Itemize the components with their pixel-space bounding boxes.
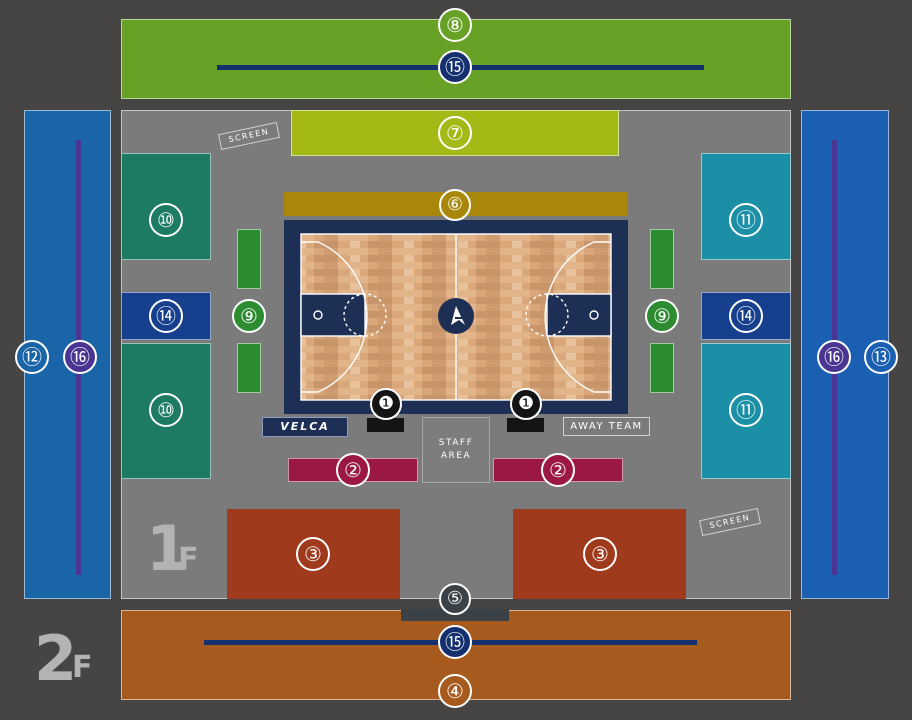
section-8-badge[interactable]: ⑧ (438, 8, 472, 42)
section-1-badge-right[interactable]: ❶ (510, 388, 542, 420)
section-3-badge-right[interactable]: ③ (583, 537, 617, 571)
section-9-bar-left-bottom[interactable] (237, 343, 261, 393)
section-1-bench-left[interactable] (367, 418, 404, 432)
section-14-badge-right[interactable]: ⑭ (729, 299, 763, 333)
staff-area (422, 417, 490, 483)
section-1-badge-left[interactable]: ❶ (370, 388, 402, 420)
staff-area-label-line2: AREA (440, 451, 472, 461)
section-2-badge-left[interactable]: ② (336, 453, 370, 487)
court-wood-floor (300, 233, 612, 401)
section-11-badge-top[interactable]: ⑪ (729, 203, 763, 237)
section-6-badge[interactable]: ⑥ (439, 189, 471, 221)
section-15-badge-bottom[interactable]: ⑮ (438, 625, 472, 659)
section-1-bench-right[interactable] (507, 418, 544, 432)
section-14-badge-left[interactable]: ⑭ (149, 299, 183, 333)
section-5-block[interactable] (401, 609, 509, 621)
floor-1f-letter: F (178, 542, 199, 577)
section-9-bar-right-top[interactable] (650, 229, 674, 289)
section-9-badge-right[interactable]: ⑨ (645, 299, 679, 333)
floor-2f-number: 2 (34, 622, 78, 695)
section-10-badge-bottom[interactable]: ⑩ (149, 393, 183, 427)
home-team-board: VELCA (262, 417, 348, 437)
floor-1f-number: 1 (146, 512, 190, 585)
section-5-badge[interactable]: ⑤ (439, 583, 471, 615)
basketball-court (284, 220, 628, 414)
section-10-badge-top[interactable]: ⑩ (149, 203, 183, 237)
staff-area-label-line1: STAFF (438, 438, 474, 448)
section-10-block-top[interactable] (121, 153, 211, 260)
section-13-badge[interactable]: ⑬ (864, 340, 898, 374)
section-4-badge[interactable]: ④ (438, 674, 472, 708)
section-9-badge-left[interactable]: ⑨ (232, 299, 266, 333)
section-9-bar-right-bottom[interactable] (650, 343, 674, 393)
section-12-badge[interactable]: ⑫ (15, 340, 49, 374)
floor-2f-letter: F (72, 650, 93, 685)
section-16-badge-right[interactable]: ⑯ (817, 340, 851, 374)
team-logo-icon (438, 298, 474, 334)
section-16-badge-left[interactable]: ⑯ (63, 340, 97, 374)
section-11-badge-bottom[interactable]: ⑪ (729, 393, 763, 427)
section-2-badge-right[interactable]: ② (541, 453, 575, 487)
section-9-bar-left-top[interactable] (237, 229, 261, 289)
section-7-badge[interactable]: ⑦ (438, 116, 472, 150)
section-3-badge-left[interactable]: ③ (296, 537, 330, 571)
section-15-badge-top[interactable]: ⑮ (438, 50, 472, 84)
away-team-board: AWAY TEAM (563, 417, 650, 436)
